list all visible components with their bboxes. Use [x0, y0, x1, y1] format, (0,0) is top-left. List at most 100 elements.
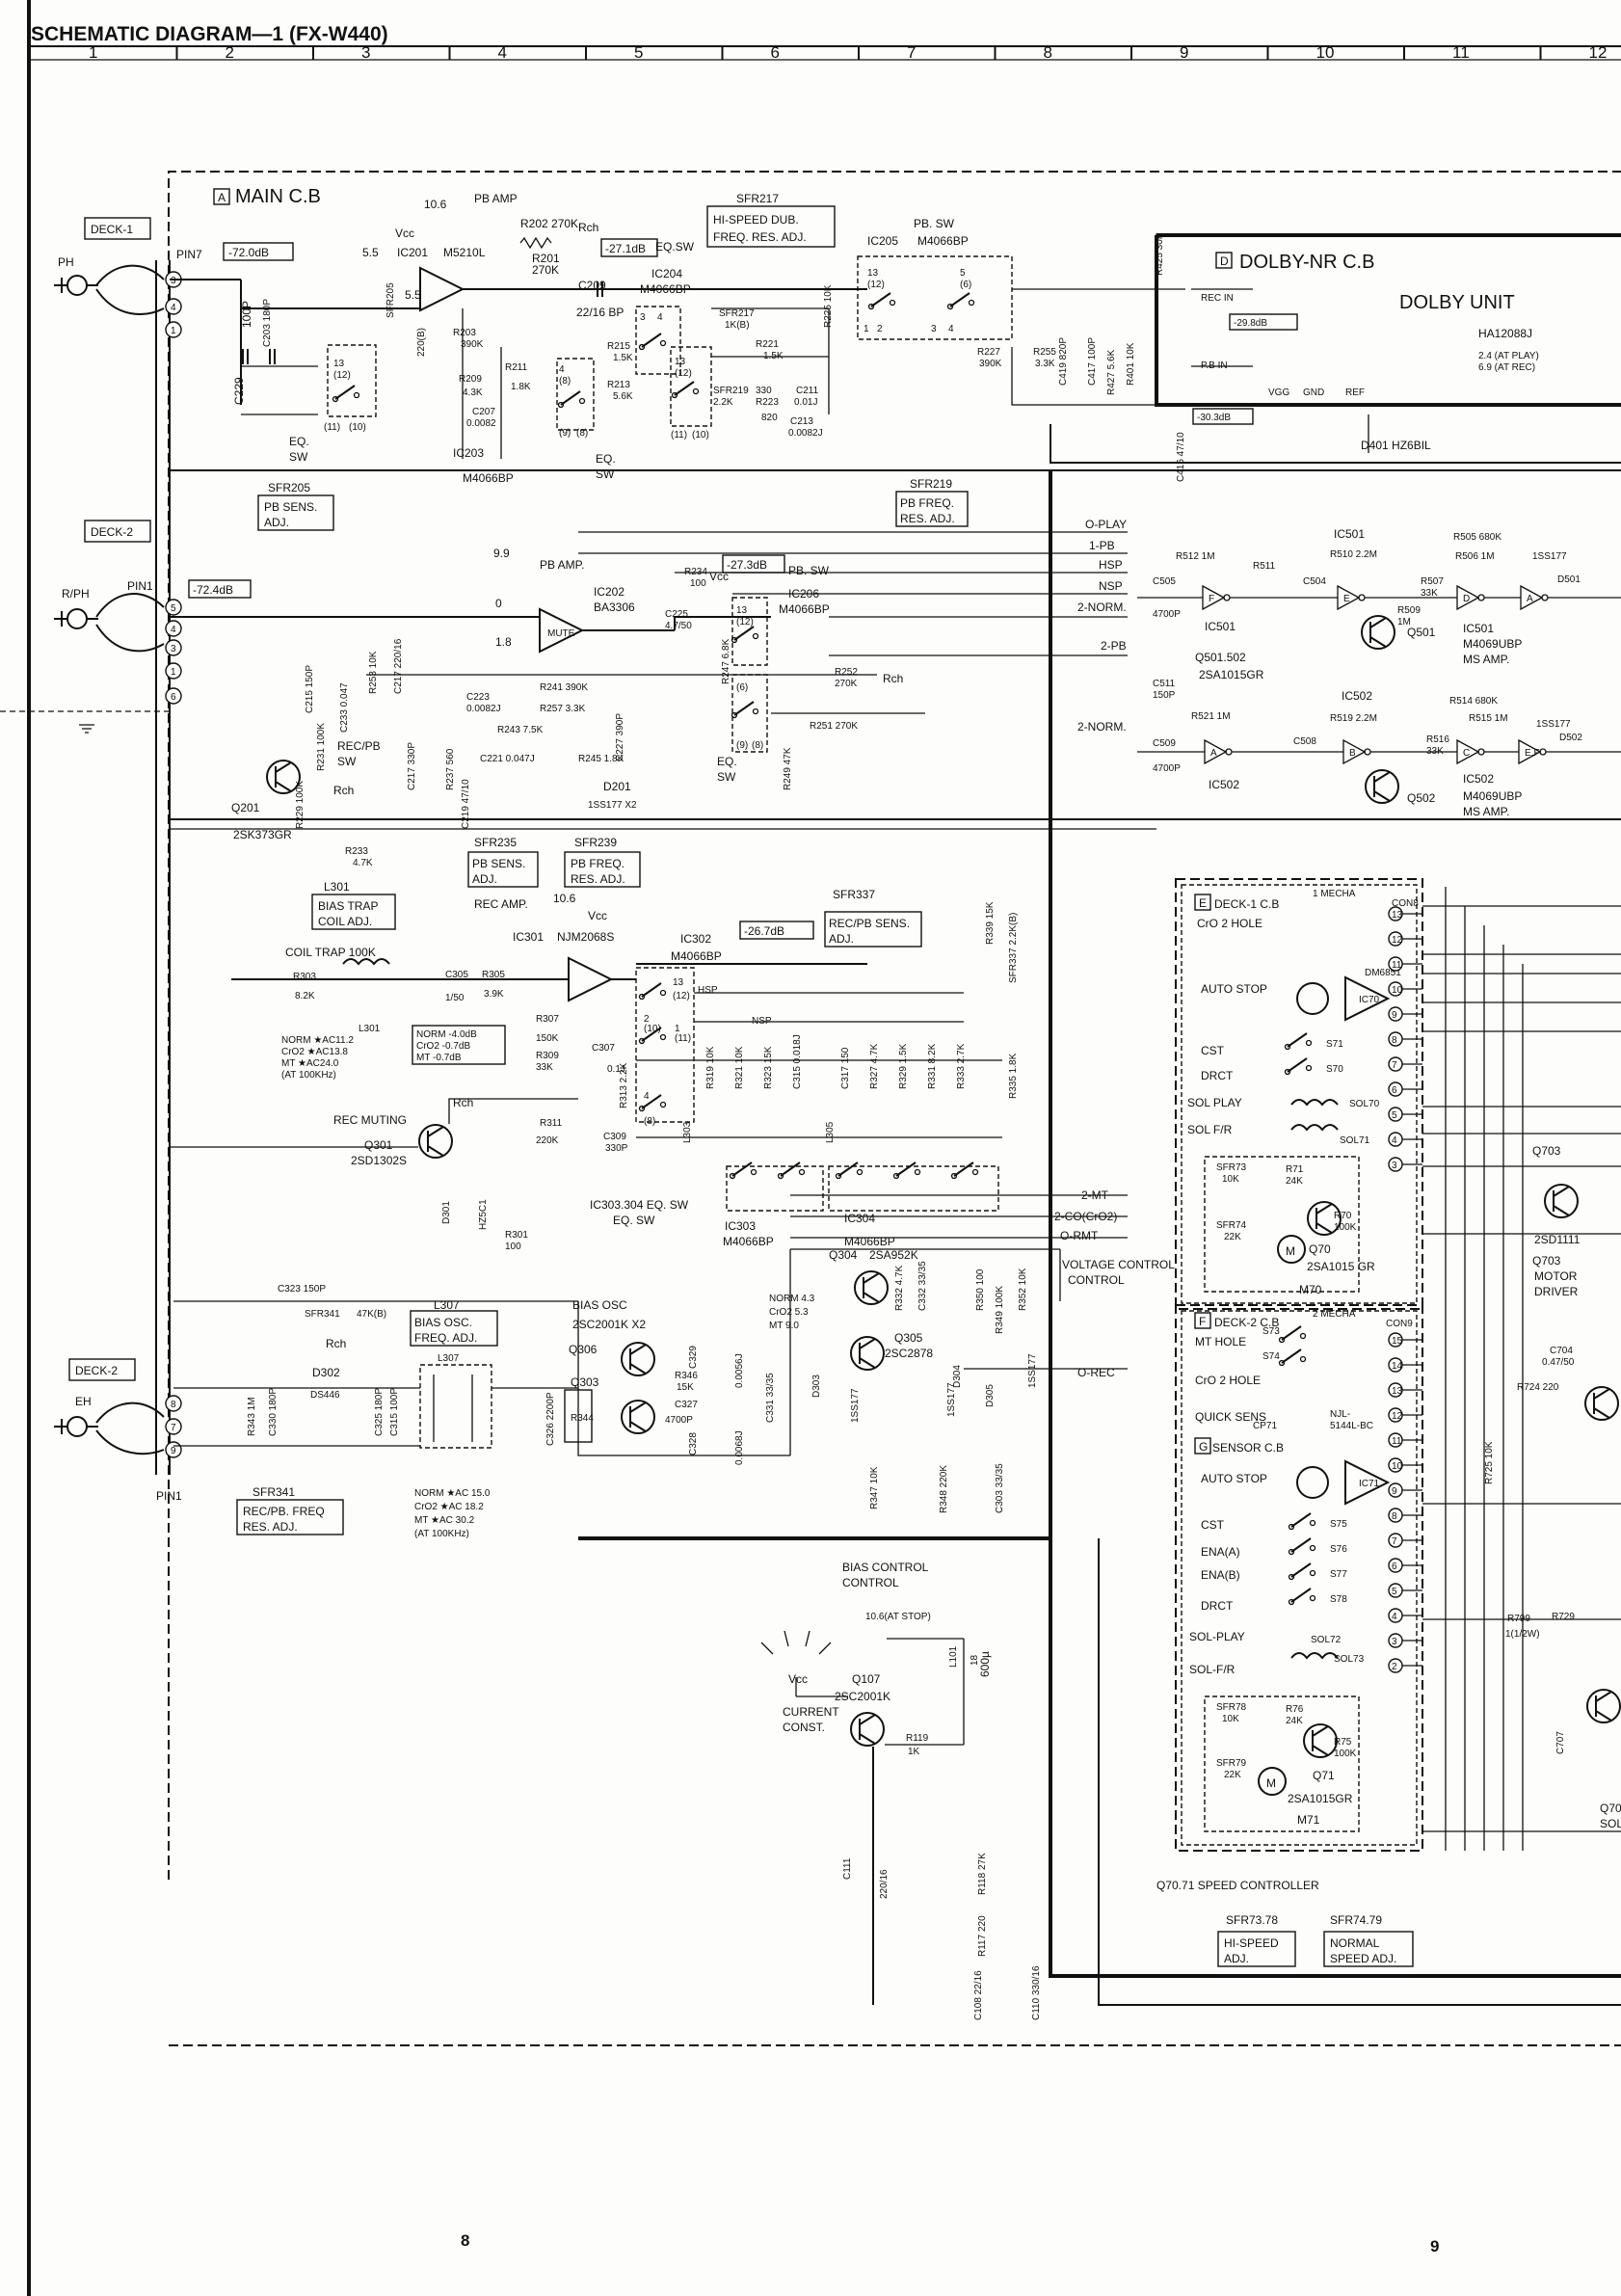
svg-text:Q501: Q501	[1407, 626, 1436, 639]
svg-text:R515 1M: R515 1M	[1469, 713, 1508, 724]
grid-column-1: 1	[89, 43, 97, 62]
svg-text:PB SENS.: PB SENS.	[264, 500, 317, 514]
svg-text:R251 270K: R251 270K	[810, 721, 858, 732]
svg-text:SOL-F/R: SOL-F/R	[1189, 1663, 1236, 1676]
svg-text:C207: C207	[472, 407, 495, 417]
svg-text:270K: 270K	[532, 263, 559, 277]
svg-text:IC501: IC501	[1205, 620, 1236, 633]
svg-text:NJM2068S: NJM2068S	[557, 930, 614, 944]
svg-text:R203: R203	[453, 328, 476, 338]
svg-text:NORM ★AC11.2: NORM ★AC11.2	[281, 1035, 354, 1046]
svg-text:4.7K: 4.7K	[353, 858, 373, 868]
svg-text:ENA(B): ENA(B)	[1201, 1568, 1240, 1582]
rec-muting-q301: REC MUTING Q301 2SD1302S Rch D301 HZ5C1 …	[170, 1096, 578, 1252]
svg-text:C504: C504	[1303, 576, 1326, 587]
svg-text:CrO2 5.3: CrO2 5.3	[769, 1307, 809, 1318]
svg-text:1SS177: 1SS177	[1027, 1353, 1038, 1388]
svg-text:4.7/50: 4.7/50	[665, 621, 692, 631]
svg-text:2SA952K: 2SA952K	[869, 1248, 918, 1262]
svg-text:IC204: IC204	[651, 267, 682, 280]
svg-text:AUTO STOP: AUTO STOP	[1201, 1472, 1267, 1485]
svg-text:DECK-2: DECK-2	[75, 1364, 118, 1377]
svg-text:CONTROL: CONTROL	[1068, 1273, 1125, 1287]
svg-text:10: 10	[1392, 1461, 1403, 1472]
svg-text:(8): (8)	[644, 1116, 655, 1127]
svg-text:(11): (11)	[324, 422, 340, 433]
svg-text:MT -0.7dB: MT -0.7dB	[416, 1053, 462, 1063]
svg-text:RES. ADJ.: RES. ADJ.	[900, 512, 955, 525]
svg-text:R233: R233	[345, 846, 368, 857]
svg-text:RES. ADJ.: RES. ADJ.	[571, 872, 625, 886]
svg-text:R255: R255	[1033, 347, 1056, 358]
svg-text:R201: R201	[532, 252, 560, 265]
svg-text:10.6: 10.6	[424, 198, 447, 211]
input-connector: DECK-1 PH PIN7 DECK-2 R/PH PIN1 DECK-2 E…	[0, 217, 202, 1503]
svg-text:13: 13	[736, 605, 748, 616]
svg-text:SFR73: SFR73	[1216, 1162, 1247, 1173]
svg-text:R343 1M: R343 1M	[247, 1397, 257, 1436]
svg-text:SOL71: SOL71	[1340, 1135, 1370, 1146]
svg-text:0.47/50: 0.47/50	[1542, 1357, 1575, 1368]
svg-text:1.5K: 1.5K	[613, 353, 633, 363]
svg-text:DM6851: DM6851	[1365, 968, 1401, 978]
svg-text:R301: R301	[505, 1230, 528, 1241]
svg-text:4: 4	[1392, 1612, 1397, 1622]
svg-text:1SS177: 1SS177	[1536, 719, 1571, 730]
switch-ic302: IC302 M4066BP -26.7dB 13(12) 2(10) 1(11)…	[635, 921, 964, 1127]
svg-text:(12): (12)	[867, 280, 885, 290]
svg-text:3.3K: 3.3K	[1035, 359, 1055, 369]
svg-text:C704: C704	[1550, 1346, 1573, 1356]
svg-text:R237 560: R237 560	[445, 748, 456, 790]
svg-text:(10): (10)	[692, 430, 709, 441]
svg-text:24K: 24K	[1286, 1716, 1303, 1726]
svg-text:600µ: 600µ	[978, 1651, 992, 1677]
svg-text:C309: C309	[603, 1132, 626, 1142]
svg-text:C307: C307	[592, 1043, 615, 1054]
svg-text:1(1/2W): 1(1/2W)	[1505, 1629, 1540, 1640]
deck-pin: 9	[1388, 1006, 1422, 1022]
svg-text:8: 8	[1392, 1511, 1397, 1522]
svg-text:CP71: CP71	[1253, 1421, 1277, 1431]
ground-icon	[78, 724, 95, 734]
svg-text:Rch: Rch	[333, 784, 354, 797]
svg-text:8.2K: 8.2K	[295, 991, 315, 1001]
svg-text:R516: R516	[1426, 734, 1449, 745]
svg-text:A: A	[218, 191, 226, 204]
svg-text:5.5: 5.5	[405, 288, 421, 302]
svg-text:L301: L301	[324, 880, 350, 894]
svg-text:IC71: IC71	[1359, 1479, 1380, 1489]
svg-text:4700P: 4700P	[665, 1415, 693, 1426]
svg-text:(AT 100KHz): (AT 100KHz)	[281, 1070, 336, 1081]
svg-text:PB. SW: PB. SW	[914, 217, 955, 230]
svg-text:R119: R119	[906, 1733, 929, 1744]
svg-text:REC IN: REC IN	[1201, 293, 1234, 304]
sfr219-adjust-box: SFR219 PB FREQ. RES. ADJ.	[895, 477, 969, 527]
svg-text:100K: 100K	[1334, 1749, 1357, 1759]
svg-text:S78: S78	[1330, 1594, 1347, 1605]
svg-text:SPEED ADJ.: SPEED ADJ.	[1330, 1952, 1396, 1965]
svg-text:1: 1	[171, 326, 176, 336]
svg-text:REC AMP.: REC AMP.	[474, 897, 528, 911]
svg-text:1SS177 X2: 1SS177 X2	[588, 800, 637, 811]
svg-text:4: 4	[657, 312, 663, 323]
svg-text:VOLTAGE CONTROL: VOLTAGE CONTROL	[1062, 1258, 1175, 1271]
svg-text:L101: L101	[948, 1645, 959, 1668]
svg-text:SOL-PLAY: SOL-PLAY	[1189, 1630, 1245, 1643]
svg-text:C332 33/35: C332 33/35	[917, 1261, 928, 1311]
svg-text:Q70: Q70	[1309, 1242, 1331, 1256]
svg-text:SFR79: SFR79	[1216, 1758, 1247, 1769]
svg-text:Q304: Q304	[829, 1248, 858, 1262]
svg-text:Q703: Q703	[1532, 1144, 1561, 1158]
svg-text:Q71: Q71	[1313, 1769, 1335, 1782]
svg-text:D401 HZ6BIL: D401 HZ6BIL	[1361, 439, 1431, 452]
svg-text:R799: R799	[1507, 1614, 1530, 1624]
svg-text:HSP: HSP	[698, 985, 718, 996]
svg-text:100: 100	[690, 578, 706, 589]
svg-text:R519 2.2M: R519 2.2M	[1330, 713, 1377, 724]
svg-text:11: 11	[1392, 960, 1402, 971]
deck1-board: E DECK-1 C.B 1 MECHA CON8 CrO 2 HOLE AUT…	[1175, 878, 1423, 1310]
dolby-input-parts: C419 820P C417 100P R427 5.6K R401 10K R…	[1050, 232, 1621, 482]
svg-text:HSP: HSP	[1099, 558, 1123, 572]
